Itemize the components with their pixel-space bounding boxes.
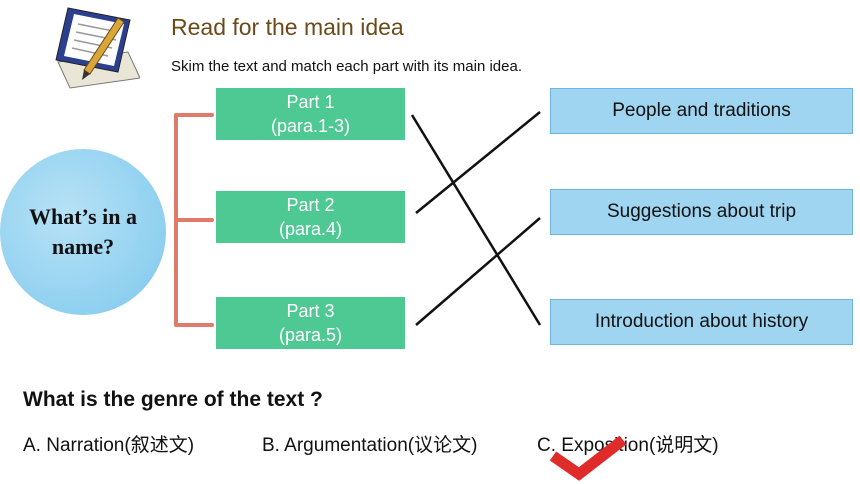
topic-circle: What’s in a name?	[0, 149, 166, 315]
part-title: Part 1	[286, 92, 335, 112]
idea-box-1[interactable]: People and traditions	[550, 88, 853, 134]
bracket	[174, 113, 214, 327]
part-range: (para.5)	[278, 325, 343, 345]
topic-text: What’s in a name?	[29, 204, 137, 259]
option-b[interactable]: B. Argumentation(议论文)	[262, 435, 478, 456]
option-a[interactable]: A. Narration(叙述文)	[23, 435, 195, 456]
part-box-3[interactable]: Part 3 (para.5)	[216, 297, 405, 349]
part-range: (para.1-3)	[270, 116, 351, 136]
match-line-1	[410, 114, 542, 326]
instruction-text: Skim the text and match each part with i…	[171, 58, 522, 75]
match-line-3	[415, 217, 541, 326]
part-box-2[interactable]: Part 2 (para.4)	[216, 191, 405, 243]
pen-paper-icon	[55, 7, 140, 89]
slide-title: Read for the main idea	[171, 14, 404, 40]
idea-box-2[interactable]: Suggestions about trip	[550, 189, 853, 235]
part-title: Part 2	[286, 195, 335, 215]
question-text: What is the genre of the text ?	[23, 388, 323, 411]
idea-box-3[interactable]: Introduction about history	[550, 299, 853, 345]
part-title: Part 3	[286, 301, 335, 321]
part-box-1[interactable]: Part 1 (para.1-3)	[216, 88, 405, 140]
option-c[interactable]: C. Exposition(说明文)	[537, 435, 719, 456]
match-line-2	[415, 111, 541, 214]
part-range: (para.4)	[278, 219, 343, 239]
